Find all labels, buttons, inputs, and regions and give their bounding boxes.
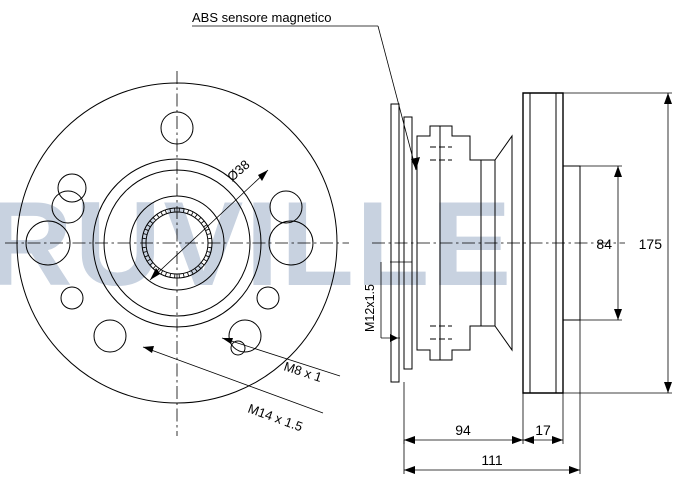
bolt-hole [93, 319, 127, 353]
small-threaded-holes [25, 173, 314, 356]
dimension-111 [403, 320, 581, 474]
dimension-111-label: 111 [481, 452, 502, 468]
bore-diameter-leader [149, 169, 269, 281]
dimension-17 [523, 393, 564, 444]
dimension-17-label: 17 [535, 422, 551, 438]
m8-thread-label: M8 x 1 [282, 359, 324, 385]
m12-thread-label: M12x1.5 [363, 284, 377, 332]
flange-outer-circle [16, 82, 338, 404]
dimension-84-label: 84 [596, 236, 612, 252]
bolt-hole [269, 190, 303, 224]
section-view [372, 92, 625, 394]
pilot-boss-upper [563, 165, 581, 243]
extraction-hole [25, 220, 71, 266]
flange-transition-upper [494, 134, 513, 243]
dimension-84 [563, 165, 622, 321]
tiny-hole [230, 340, 246, 356]
front-view [5, 71, 349, 436]
small-hole [256, 286, 280, 310]
bearing-body-lower [416, 243, 496, 361]
m12-thread-leader [380, 261, 412, 342]
m14-thread-label: M14 x 1.5 [246, 401, 305, 435]
small-hole [57, 173, 87, 203]
m14-thread-leader [142, 346, 324, 414]
dimension-94-label: 94 [455, 422, 471, 438]
small-hole [60, 286, 84, 310]
bore-diameter-label: Ø38 [224, 157, 252, 184]
dimension-175-label: 175 [639, 236, 663, 252]
inner-race-lower [403, 243, 413, 370]
m8-thread-leader [221, 337, 341, 377]
spline-inner-circle [145, 211, 209, 275]
abs-sensor-label: ABS sensore magnetico [192, 10, 331, 25]
dimension-175 [563, 92, 672, 394]
bolt-hole [51, 190, 85, 224]
inner-race-upper [403, 116, 413, 243]
pilot-boss-lower [563, 243, 581, 321]
ruville-watermark: RUVILLE [0, 177, 513, 311]
sensor-ring-profile [390, 103, 400, 243]
sensor-ring-profile-lower [390, 243, 400, 383]
bolt-hole [228, 319, 262, 353]
dimension-94 [403, 382, 524, 444]
abs-sensor-leader [192, 25, 420, 171]
bearing-body-upper [416, 125, 496, 243]
flange-transition-lower [494, 243, 513, 352]
